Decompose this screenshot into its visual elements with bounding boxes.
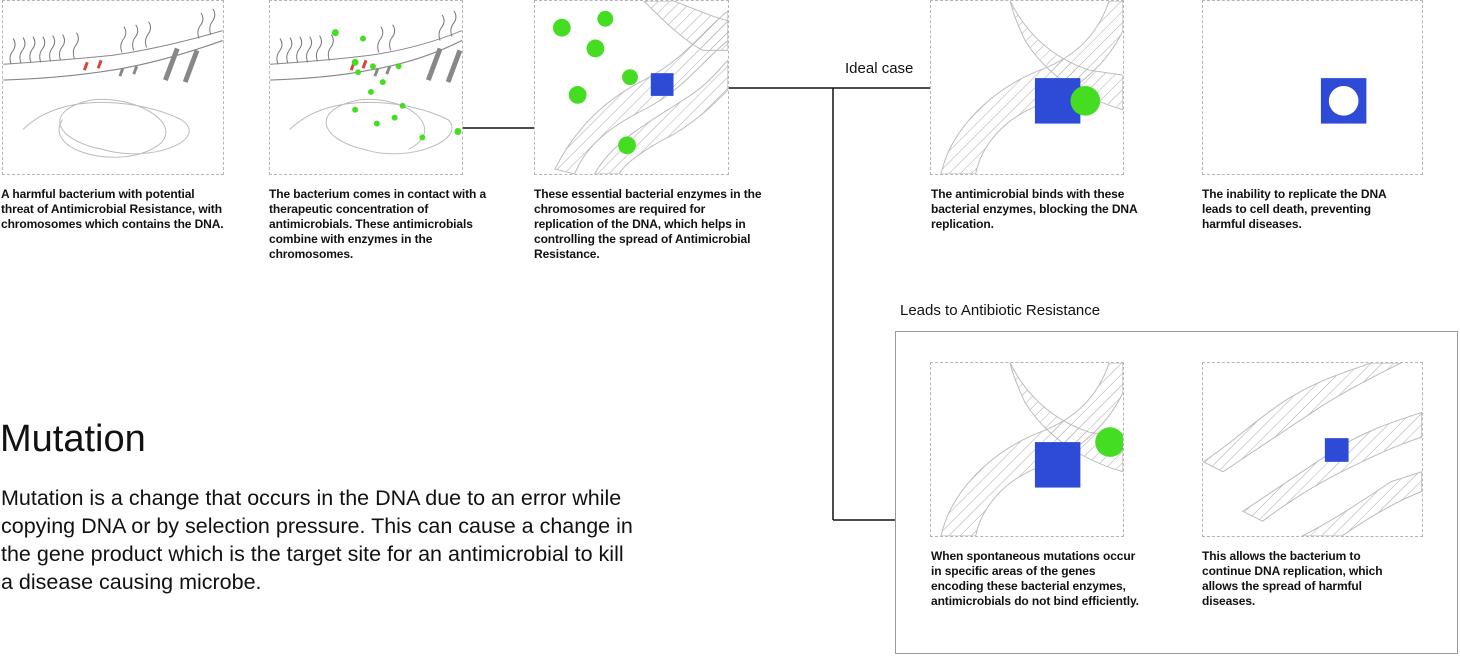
resistance-box: [895, 331, 1458, 654]
ideal-step1-caption: The antimicrobial binds with these bacte…: [931, 187, 1138, 231]
cell-death-illustration: [1320, 78, 1367, 124]
resistance-step2-caption: This allows the bacterium to continue DN…: [1202, 549, 1383, 608]
ideal-case-label: Ideal case: [845, 60, 914, 77]
resistance-label: Leads to Antibiotic Resistance: [900, 302, 1101, 319]
step1-caption: A harmful bacterium with potential threa…: [1, 187, 224, 231]
step3-caption: These essential bacterial enzymes in the…: [534, 187, 762, 261]
step2-caption: The bacterium comes in contact with a th…: [269, 187, 487, 261]
resistance-step1-caption: When spontaneous mutations occur in spec…: [931, 549, 1139, 608]
mutation-illustration: [940, 363, 1123, 536]
enzymes-panel: [534, 0, 729, 175]
antimicrobial-contact-panel: [269, 0, 463, 175]
mutation-panel: [930, 362, 1124, 537]
binding-panel: [930, 0, 1124, 175]
cell-death-panel: [1202, 0, 1423, 175]
mutation-title: Mutation: [0, 418, 146, 460]
enzyme-dna-illustration: [552, 1, 728, 174]
bacterium-illustration: [3, 8, 223, 158]
bacterium-panel: [2, 0, 224, 175]
replication-panel: [1202, 362, 1423, 537]
mutation-description: Mutation is a change that occurs in the …: [1, 486, 633, 594]
binding-illustration: [940, 1, 1123, 174]
ideal-step2-caption: The inability to replicate the DNA leads…: [1202, 187, 1387, 231]
antimicrobial-contact-illustration: [270, 10, 462, 155]
replication-illustration: [1203, 363, 1422, 536]
